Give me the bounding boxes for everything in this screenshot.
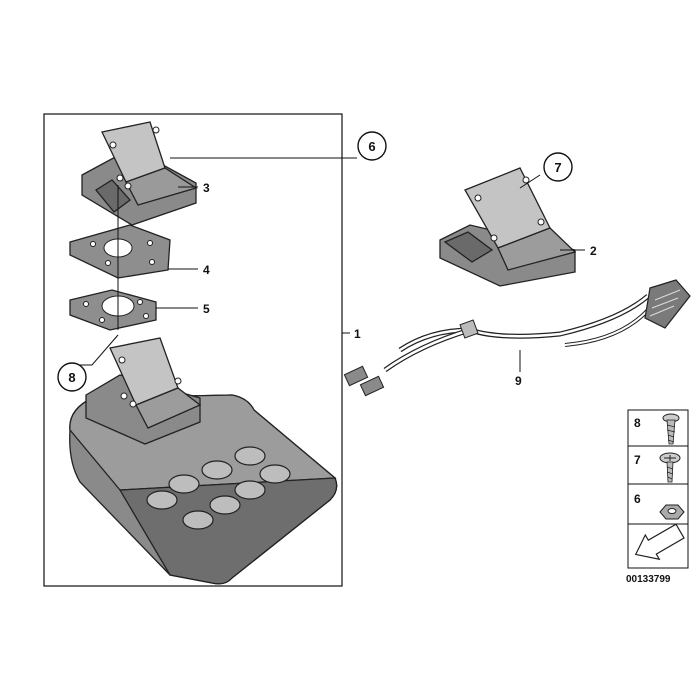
svg-text:6: 6 <box>368 139 375 154</box>
screw-icon <box>662 413 680 445</box>
circle-callout-6: 6 <box>357 131 387 161</box>
legend-number-7: 7 <box>634 453 641 467</box>
callout-1: 1 <box>354 327 361 341</box>
gasket-small <box>69 289 157 331</box>
legend-number-6: 6 <box>634 492 641 506</box>
callout-4: 4 <box>203 263 210 277</box>
callout-3: 3 <box>203 181 210 195</box>
callout-5: 5 <box>203 302 210 316</box>
svg-text:7: 7 <box>554 160 561 175</box>
circle-callout-7: 7 <box>543 152 573 182</box>
oval-head-screw-icon <box>659 452 681 483</box>
housing-buttons <box>146 446 291 530</box>
svg-text:8: 8 <box>68 370 75 385</box>
connector-left-2 <box>359 375 385 397</box>
mount-bracket-right <box>439 167 577 287</box>
switch-housing <box>69 337 338 585</box>
callout-9: 9 <box>515 374 522 388</box>
fastener-legend: 8 7 6 <box>627 409 689 569</box>
legend-number-8: 8 <box>634 416 641 430</box>
circle-callout-8: 8 <box>57 362 87 392</box>
connector-left-1 <box>343 365 369 387</box>
kit-frame <box>43 113 343 587</box>
callout-2: 2 <box>590 244 597 258</box>
hex-nut-icon <box>659 504 685 520</box>
wiring-harness <box>343 279 691 397</box>
direction-arrow-icon <box>634 523 685 561</box>
leader-lines <box>78 157 585 372</box>
gasket-large <box>69 224 171 279</box>
connector-plug <box>644 279 691 329</box>
part-number: 00133799 <box>626 574 671 585</box>
mount-bracket-upper <box>81 121 198 226</box>
